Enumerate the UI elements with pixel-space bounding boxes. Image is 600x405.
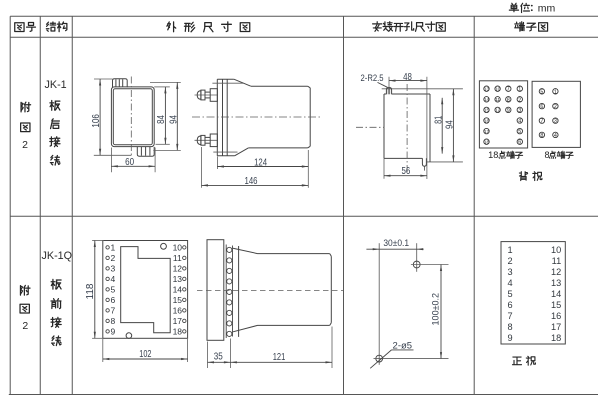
svg-text:JK-1: JK-1 <box>44 79 66 91</box>
svg-text:13: 13 <box>551 278 561 288</box>
svg-text:9: 9 <box>507 108 510 114</box>
svg-text:18: 18 <box>173 326 183 336</box>
svg-text:15: 15 <box>173 295 183 305</box>
svg-text:3: 3 <box>508 267 513 277</box>
svg-text:1: 1 <box>518 87 521 93</box>
svg-text:14: 14 <box>173 284 183 294</box>
svg-text:18: 18 <box>488 150 498 160</box>
svg-text:5: 5 <box>111 284 116 294</box>
svg-text:8: 8 <box>507 97 510 103</box>
svg-text:14: 14 <box>484 97 490 103</box>
svg-text:8: 8 <box>540 133 543 139</box>
svg-text:12: 12 <box>173 263 183 273</box>
svg-text:8: 8 <box>111 316 116 326</box>
svg-text:118: 118 <box>85 283 96 299</box>
svg-text:10: 10 <box>495 87 501 93</box>
svg-text:10: 10 <box>551 245 561 255</box>
svg-text:7: 7 <box>507 87 510 93</box>
svg-text:3: 3 <box>518 108 521 114</box>
svg-text:6: 6 <box>508 300 513 310</box>
svg-text:17: 17 <box>551 322 561 332</box>
svg-text:13: 13 <box>484 87 490 93</box>
svg-text:4: 4 <box>111 274 116 284</box>
svg-text:4: 4 <box>508 278 513 288</box>
svg-text:2: 2 <box>22 139 28 151</box>
svg-text:3: 3 <box>111 263 116 273</box>
svg-text:11: 11 <box>495 97 500 103</box>
svg-text:2-R2.5: 2-R2.5 <box>361 73 384 84</box>
svg-text:146: 146 <box>245 176 258 187</box>
svg-text:6: 6 <box>540 104 543 110</box>
svg-text:6: 6 <box>111 295 116 305</box>
svg-text:5: 5 <box>540 89 543 95</box>
svg-text:1: 1 <box>111 242 116 252</box>
svg-text:18: 18 <box>484 140 490 146</box>
svg-text:13: 13 <box>173 274 183 284</box>
svg-text:6: 6 <box>518 140 521 146</box>
svg-text:5: 5 <box>508 289 513 299</box>
svg-text:12: 12 <box>495 108 501 114</box>
svg-text:124: 124 <box>254 157 267 168</box>
svg-text:48: 48 <box>403 72 412 83</box>
svg-text:4: 4 <box>518 118 521 124</box>
svg-text:17: 17 <box>173 316 183 326</box>
svg-text:106: 106 <box>91 114 102 128</box>
svg-text:16: 16 <box>484 118 490 124</box>
svg-text:35: 35 <box>214 352 223 363</box>
svg-text:11: 11 <box>173 253 182 263</box>
svg-text:100±0.2: 100±0.2 <box>429 293 440 326</box>
svg-text:10: 10 <box>173 242 183 252</box>
svg-text:121: 121 <box>273 352 286 363</box>
svg-text:81: 81 <box>433 115 444 123</box>
svg-text:4: 4 <box>554 133 557 139</box>
svg-text:11: 11 <box>552 256 562 266</box>
svg-text:18: 18 <box>551 333 561 343</box>
svg-text:102: 102 <box>139 349 151 360</box>
svg-text:7: 7 <box>540 119 543 125</box>
svg-text:5: 5 <box>518 129 521 135</box>
svg-text:8: 8 <box>544 150 549 160</box>
svg-text:2: 2 <box>508 256 513 266</box>
svg-text:1: 1 <box>508 245 513 255</box>
svg-text:12: 12 <box>551 267 561 277</box>
svg-text:15: 15 <box>551 300 561 310</box>
svg-text:16: 16 <box>551 311 561 321</box>
svg-text:56: 56 <box>402 166 411 177</box>
svg-text:3: 3 <box>554 119 557 125</box>
svg-text:2: 2 <box>518 97 521 103</box>
svg-text:60: 60 <box>125 157 134 168</box>
svg-text:9: 9 <box>508 333 513 343</box>
svg-text:7: 7 <box>508 311 513 321</box>
svg-text:2: 2 <box>111 253 116 263</box>
svg-text:15: 15 <box>484 108 490 114</box>
svg-text:94: 94 <box>168 115 179 124</box>
svg-text:30±0.1: 30±0.1 <box>383 237 409 248</box>
svg-text:84: 84 <box>156 115 167 124</box>
svg-text:1: 1 <box>554 89 557 95</box>
svg-text:2-ø5: 2-ø5 <box>393 339 413 350</box>
svg-text:mm: mm <box>538 3 556 15</box>
svg-text:17: 17 <box>484 129 490 135</box>
svg-text:8: 8 <box>508 322 513 332</box>
svg-text:9: 9 <box>111 326 116 336</box>
svg-text:JK-1Q: JK-1Q <box>41 250 72 262</box>
svg-text:94: 94 <box>444 120 455 129</box>
svg-text:16: 16 <box>173 305 183 315</box>
svg-text:2: 2 <box>554 104 557 110</box>
svg-text:2: 2 <box>22 320 28 332</box>
svg-text:7: 7 <box>111 305 116 315</box>
svg-text:14: 14 <box>551 289 561 299</box>
